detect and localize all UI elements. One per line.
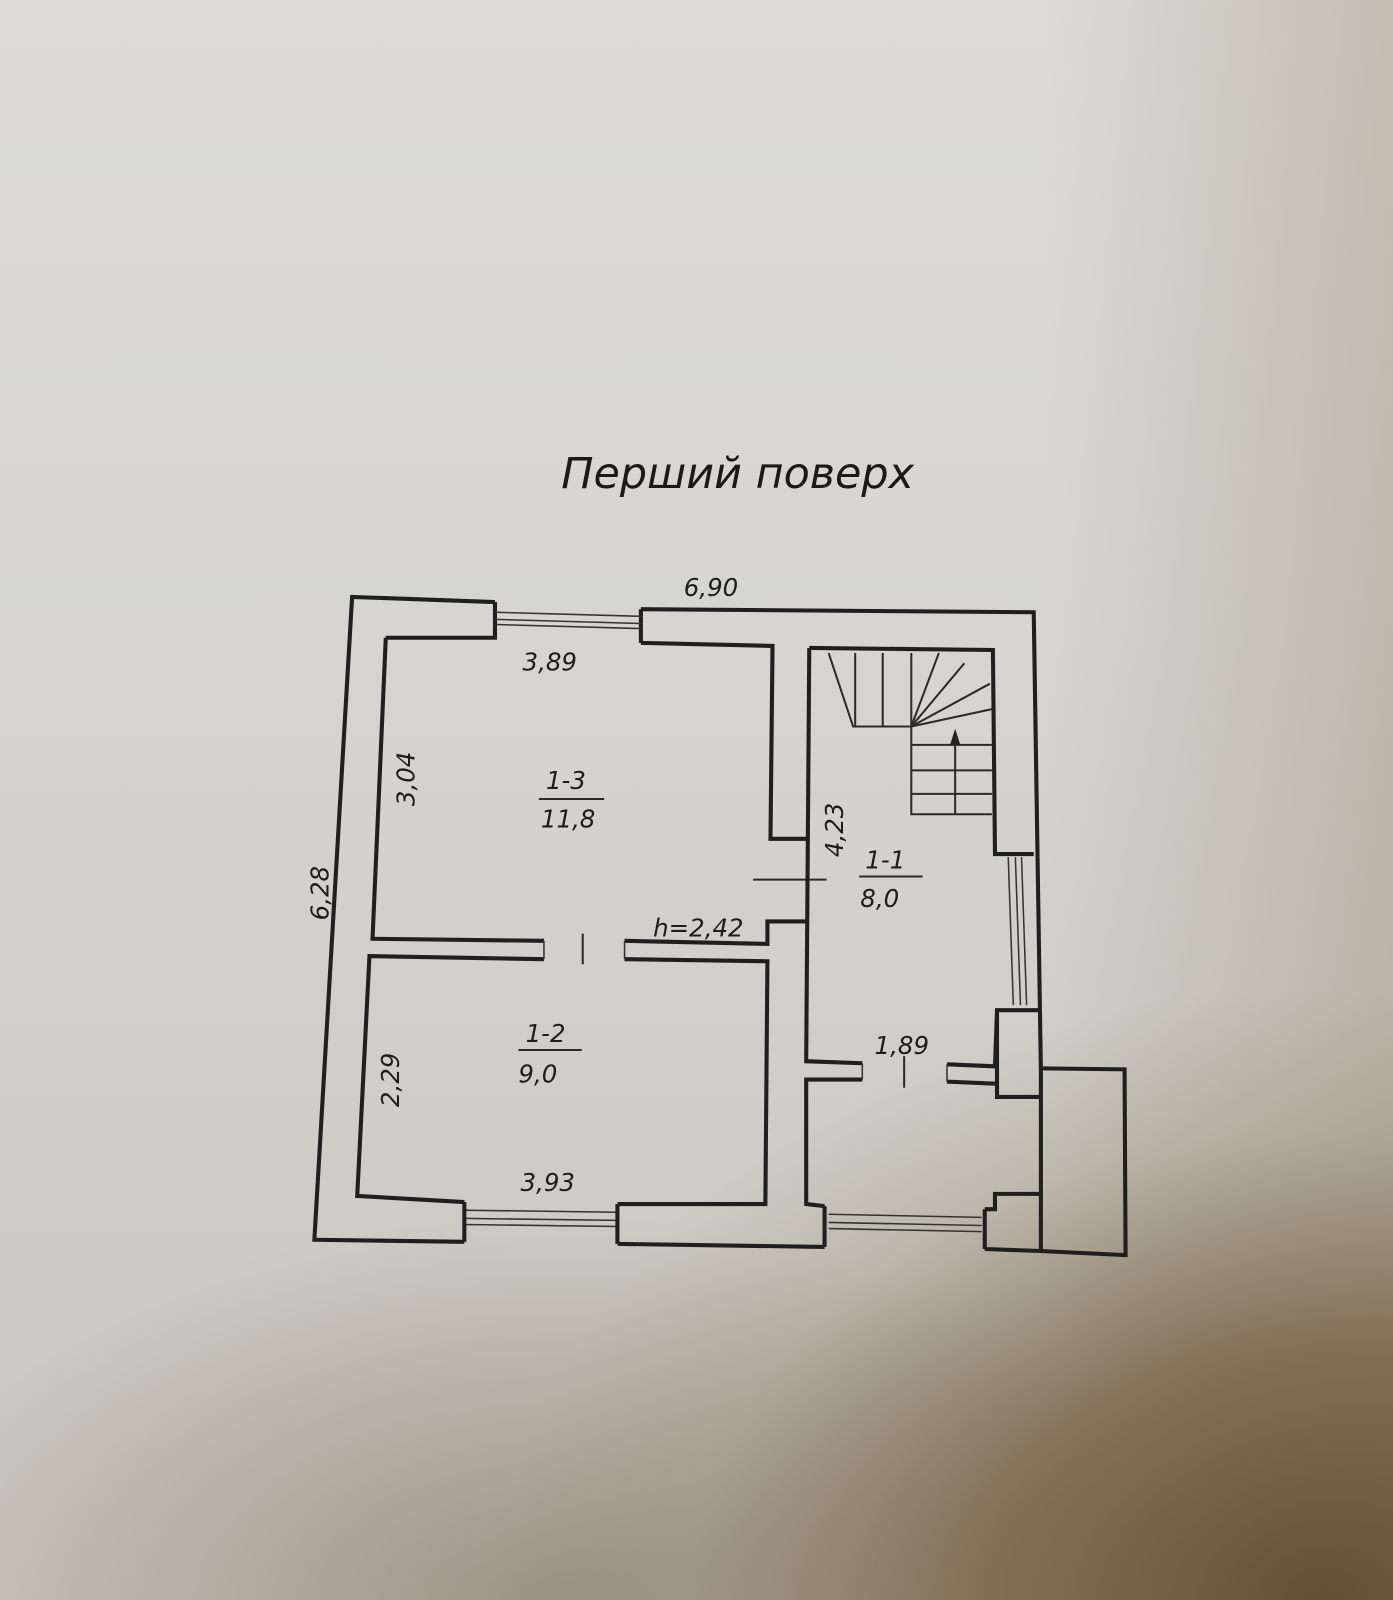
dim-room-1-2-depth: 2,29 xyxy=(376,1053,405,1107)
room-area: 8,0 xyxy=(860,884,899,913)
dim-room-1-2-width: 3,93 xyxy=(520,1168,574,1197)
dim-room-1-3-width: 3,89 xyxy=(523,647,577,676)
room-1-1-wall xyxy=(946,1008,1039,1069)
room-1-2-outline xyxy=(355,954,544,1205)
room-1-2-walls xyxy=(617,957,770,1207)
room-1-3-outline xyxy=(640,640,807,841)
dim-room-1-1-depth: 4,23 xyxy=(820,803,849,857)
staircase xyxy=(827,652,993,816)
dim-room-1-3-depth: 3,04 xyxy=(391,752,420,806)
room-1-1-wall xyxy=(994,1010,1041,1099)
dim-overall-width: 6,90 xyxy=(684,573,738,602)
room-id: 1-1 xyxy=(865,845,905,874)
room-id: 1-2 xyxy=(526,1019,566,1048)
room-area: 9,0 xyxy=(518,1060,557,1089)
window-bottom-left xyxy=(462,1202,620,1244)
room-id: 1-3 xyxy=(546,766,586,795)
stair-arrow-icon xyxy=(950,728,961,745)
room-1-1-outline xyxy=(809,645,1034,857)
vestibule-wall xyxy=(984,1191,1041,1212)
room-1-1-wall xyxy=(804,647,863,1066)
window-right xyxy=(1007,857,1028,1006)
dim-overall-depth: 6,28 xyxy=(306,866,335,920)
room-label-1-2: 1-2 9,0 xyxy=(518,1019,582,1089)
room-label-1-1: 1-1 8,0 xyxy=(859,845,923,913)
room-area: 11,8 xyxy=(541,805,595,834)
porch-outline xyxy=(1040,1066,1128,1258)
room-1-3-walls xyxy=(370,637,544,943)
dim-room-1-1-width: 1,89 xyxy=(875,1031,929,1060)
dim-ceiling-height: h=2,42 xyxy=(653,914,744,943)
window-bottom-right xyxy=(822,1206,987,1249)
outer-walls xyxy=(312,594,1043,1254)
plan-title: Перший поверх xyxy=(561,449,914,499)
room-label-1-3: 1-3 11,8 xyxy=(538,766,605,834)
vestibule-wall xyxy=(946,1079,996,1086)
window-top xyxy=(494,611,641,630)
room-1-3-walls-b xyxy=(624,919,807,946)
vestibule-outline xyxy=(804,1077,863,1209)
